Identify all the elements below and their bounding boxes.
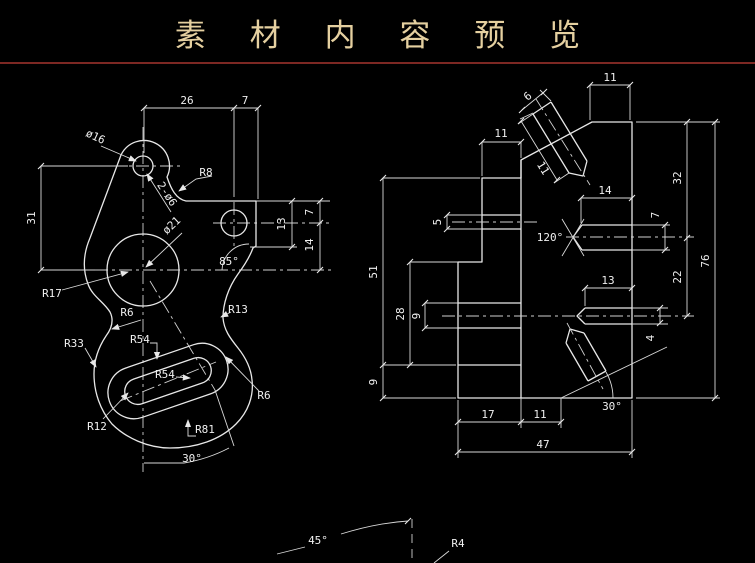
radius-r17-label: R17 [42, 287, 62, 300]
dim-32-label: 32 [671, 171, 684, 184]
dim-9-bottom-label: 9 [367, 379, 380, 386]
radius-r6-left-label: R6 [120, 306, 133, 319]
angle-30-label: 30° [182, 452, 202, 465]
dim-5-label: 5 [431, 219, 444, 226]
title-divider-line [0, 62, 755, 64]
dim-76-label: 76 [699, 254, 712, 267]
dim-13-label: 13 [275, 217, 288, 230]
angle-85-label: 85° [219, 255, 239, 268]
dim-11-left-label: 11 [494, 127, 507, 140]
radius-r54-b-label: R54 [155, 368, 175, 381]
dim-51-label: 51 [367, 265, 380, 278]
right-view-stepped-block: 11 6 11 11 5 51 28 9 9 14 120° 7 32 22 7… [367, 71, 720, 458]
radius-r4-label: R4 [451, 537, 465, 550]
dim-4-label: 4 [644, 334, 657, 341]
dim-47-label: 47 [536, 438, 549, 451]
dim-11-top-label: 11 [603, 71, 616, 84]
bottom-view-partial: 45° R4 [276, 517, 465, 563]
radius-r8-label: R8 [199, 166, 212, 179]
dim-17-label: 17 [481, 408, 494, 421]
dim-14-label: 14 [303, 238, 316, 252]
left-view-cam-plate: 26 7 31 13 7 14 ø16 2-ø6 ø21 R8 R17 R6 R… [25, 94, 332, 472]
dim-13-right-label: 13 [601, 274, 614, 287]
dim-9-hole-label: 9 [410, 313, 423, 320]
dim-14-right-label: 14 [598, 184, 612, 197]
radius-r6-right-label: R6 [257, 389, 270, 402]
dim-28-label: 28 [394, 307, 407, 320]
angle-30-right-label: 30° [602, 400, 622, 413]
radius-r12-label: R12 [87, 420, 107, 433]
dim-7-top-label: 7 [242, 94, 249, 107]
angle-120-label: 120° [537, 231, 564, 244]
dim-11-pin-label: 11 [534, 159, 552, 177]
radius-r33-label: R33 [64, 337, 84, 350]
dia-21-label: ø21 [160, 214, 183, 237]
radius-r54-a-label: R54 [130, 333, 150, 346]
dim-11-bottom-label: 11 [533, 408, 546, 421]
dim-31-label: 31 [25, 211, 38, 224]
radius-r81-label: R81 [195, 423, 215, 436]
page-title: 素 材 内 容 预 览 [174, 18, 598, 54]
radius-r13-label: R13 [228, 303, 248, 316]
dia-16-label: ø16 [84, 127, 108, 147]
dim-26-label: 26 [180, 94, 193, 107]
dim-22-label: 22 [671, 270, 684, 283]
dim-7-right-label: 7 [303, 209, 316, 216]
angle-45-label: 45° [308, 534, 328, 547]
dim-7-hole-label: 7 [649, 212, 662, 219]
dia-2x6-label: 2-ø6 [154, 179, 179, 208]
